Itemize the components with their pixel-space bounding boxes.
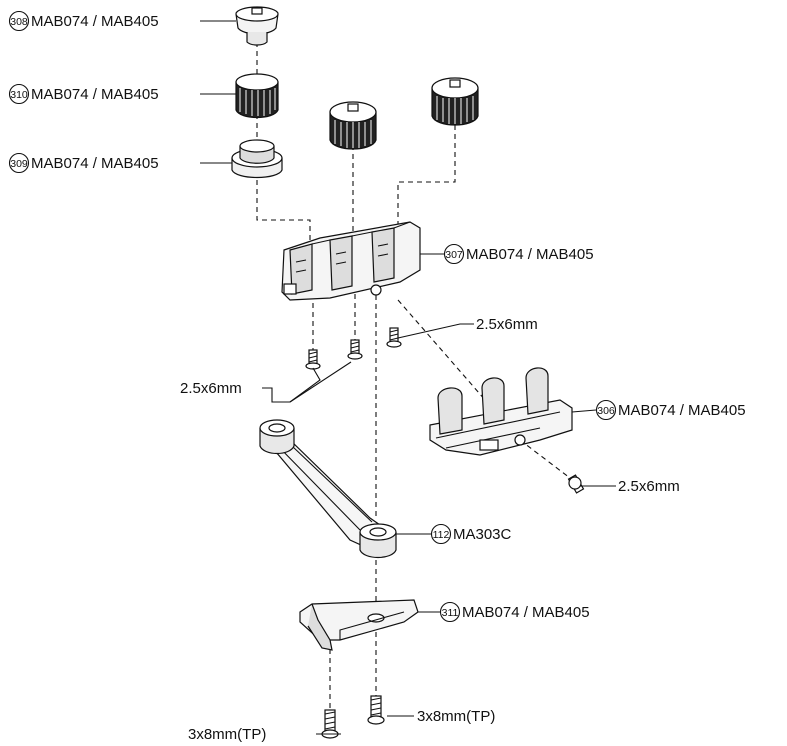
part-310-knurled-knob (235, 73, 279, 119)
part-308-cap (235, 6, 279, 46)
callout-part-label: MAB074 / MAB405 (31, 86, 159, 103)
callout-112: 112 MA303C (430, 523, 512, 545)
callout-part-label: MAB074 / MAB405 (462, 604, 590, 621)
callout-number: 112 (433, 529, 450, 541)
screw-left (305, 349, 321, 370)
screw-label: 2.5x6mm (618, 478, 680, 495)
callout-number: 309 (10, 158, 28, 170)
callout-number: 311 (442, 607, 459, 619)
callout-part-label: MAB074 / MAB405 (618, 402, 746, 419)
part-112-arm (259, 419, 397, 559)
callout-part-label: MA303C (453, 526, 512, 543)
screw-right (386, 327, 402, 348)
callout-310: 310 MAB074 / MAB405 (8, 83, 159, 105)
screw-middle (347, 339, 363, 360)
callout-number: 310 (10, 89, 28, 101)
part-knob-right (431, 77, 479, 126)
part-306-bracket (429, 367, 573, 456)
screw-label: 2.5x6mm (180, 380, 242, 397)
callout-part-label: MAB074 / MAB405 (466, 246, 594, 263)
callout-number: 306 (597, 405, 615, 417)
callout-307: 307 MAB074 / MAB405 (443, 243, 594, 265)
callout-306: 306 MAB074 / MAB405 (595, 399, 746, 421)
callout-number: 307 (445, 249, 463, 261)
part-307-bracket (281, 221, 421, 301)
assembly-axis-lines (256, 42, 571, 710)
screw-label: 2.5x6mm (476, 316, 538, 333)
leader-lines (200, 20, 616, 735)
callout-308: 308 MAB074 / MAB405 (8, 10, 159, 32)
part-309-collar (231, 139, 283, 179)
screw-label: 3x8mm(TP) (417, 708, 495, 725)
screw-tp-right (367, 695, 385, 725)
callout-311: 311 MAB074 / MAB405 (439, 601, 590, 623)
part-knob-middle (329, 101, 377, 150)
screw-label: 3x8mm(TP) (188, 726, 266, 743)
callout-number: 308 (10, 16, 28, 28)
callout-part-label: MAB074 / MAB405 (31, 155, 159, 172)
part-311-plate (299, 599, 419, 651)
callout-part-label: MAB074 / MAB405 (31, 13, 159, 30)
screw-306 (567, 474, 585, 494)
callout-309: 309 MAB074 / MAB405 (8, 152, 159, 174)
